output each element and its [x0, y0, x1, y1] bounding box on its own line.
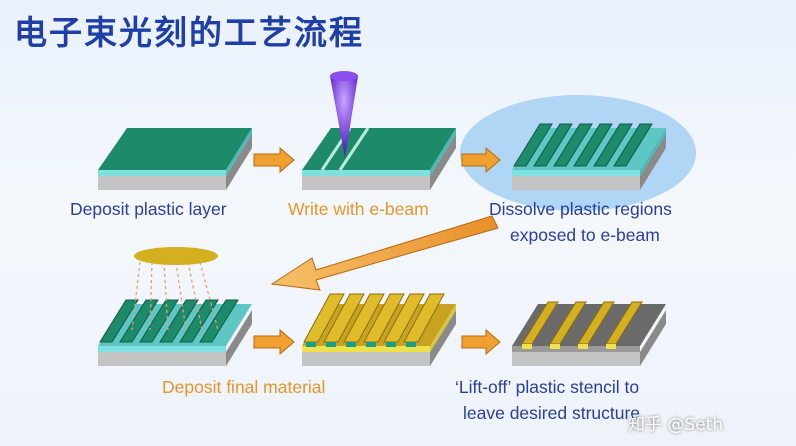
- step6-illustration: [512, 301, 666, 366]
- arrow-step1-to-2-icon: [253, 146, 295, 174]
- step5-label-line2: leave desired structure: [463, 403, 641, 423]
- step5-illustration: [302, 293, 456, 366]
- watermark: 知乎 @Seth: [628, 415, 724, 435]
- big-return-arrow-icon: [270, 215, 499, 291]
- step5-label-line1: ‘Lift-off’ plastic stencil to: [455, 377, 640, 397]
- step3-label-line2: exposed to e-beam: [510, 225, 660, 245]
- arrow-step4-to-5-icon: [253, 328, 295, 356]
- step4-illustration: [98, 247, 252, 366]
- step1-label: Deposit plastic layer: [70, 199, 227, 219]
- step3-label-line1: Dissolve plastic regions: [489, 199, 672, 219]
- step4-label: Deposit final material: [162, 377, 326, 397]
- deposition-source-icon: [134, 247, 218, 265]
- step1-illustration: [98, 128, 252, 190]
- step2-illustration: [302, 71, 456, 190]
- step3-illustration: [512, 123, 666, 190]
- arrow-step2-to-3-icon: [461, 146, 501, 174]
- step2-label: Write with e-beam: [288, 199, 429, 219]
- page-title: 电子束光刻的工艺流程: [14, 13, 364, 52]
- arrow-step5-to-6-icon: [461, 328, 501, 356]
- electron-beam-icon: [330, 71, 358, 158]
